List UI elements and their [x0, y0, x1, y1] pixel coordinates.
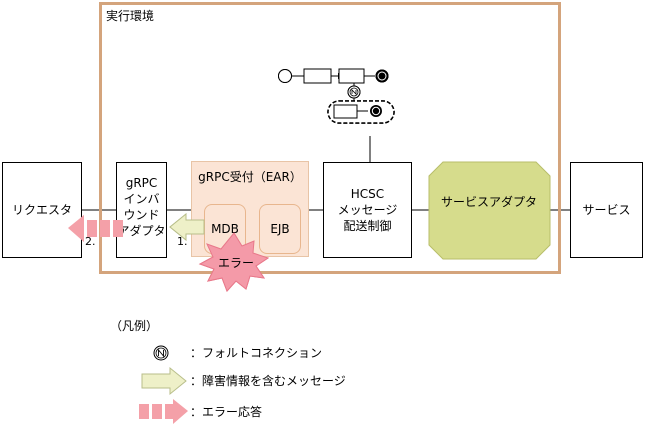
grpc-receiver-panel: gRPC受付（EAR） MDB EJB	[191, 161, 309, 257]
grpc-receiver-label: gRPC受付（EAR）	[198, 170, 302, 184]
error-response-arrow-overlay	[68, 215, 123, 242]
fault-handler-activity	[333, 104, 358, 119]
service-box: サービス	[570, 162, 643, 258]
error-burst-label: エラー	[217, 256, 254, 270]
start-node-icon	[278, 69, 292, 83]
hcsc-label: HCSC メッセージ 配送制御	[337, 187, 398, 233]
execution-environment-label: 実行環境	[106, 9, 155, 23]
legend-fault-connection-text: ：フォルトコネクション	[190, 346, 323, 360]
legend-error-response-text: ：エラー応答	[190, 405, 263, 419]
grpc-inbound-adapter-box: gRPC インバ ウンド アダプタ	[116, 162, 167, 258]
legend-fault-message-text: ：障害情報を含むメッセージ	[190, 374, 346, 388]
activity-node-2	[338, 68, 365, 84]
legend-fault-message-arrow	[141, 366, 187, 396]
fault-message-arrow-overlay	[169, 212, 205, 242]
grpc-inbound-adapter-label: gRPC インバ ウンド アダプタ	[117, 176, 166, 238]
legend-error-response-arrow	[139, 399, 188, 424]
mdb-label: MDB	[211, 222, 239, 236]
ejb-label: EJB	[270, 222, 290, 236]
hcsc-box: HCSC メッセージ 配送制御	[323, 162, 412, 258]
service-adapter-shape	[428, 161, 551, 260]
requester-box: リクエスタ	[2, 162, 82, 258]
execution-environment-frame	[99, 2, 561, 274]
step-2-label: 2.	[85, 235, 96, 248]
error-burst-overlay	[198, 232, 270, 292]
activity-node-1	[303, 68, 332, 84]
step-1-label: 1.	[177, 235, 188, 248]
service-adapter-label: サービスアダプタ	[440, 195, 537, 209]
service-label: サービス	[582, 203, 631, 217]
ejb-box: EJB	[259, 204, 301, 254]
requester-label: リクエスタ	[11, 203, 72, 217]
legend-title: （凡例）	[110, 319, 159, 333]
legend-fault-connection-icon	[153, 345, 169, 361]
